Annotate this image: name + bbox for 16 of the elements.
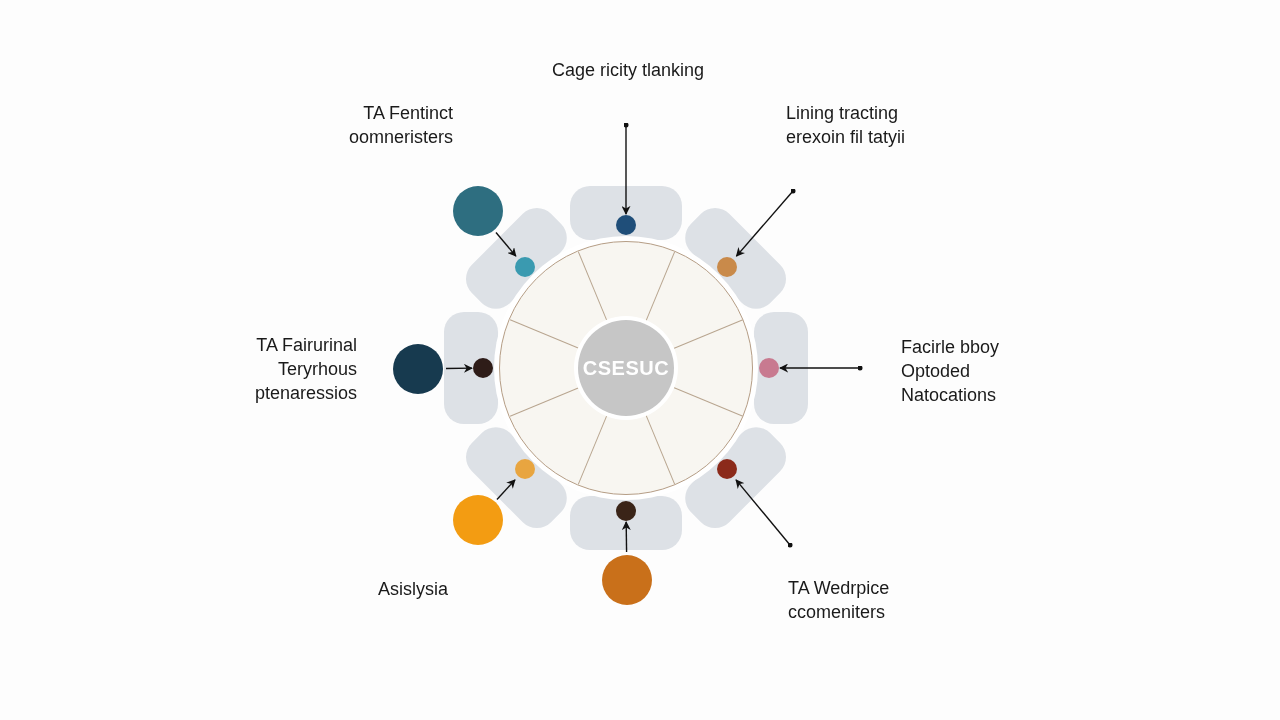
arrow (735, 479, 793, 548)
annotation-label: TA Fentinct oomneristers (347, 102, 453, 149)
annotation-label: TA Wedrpice ccomeniters (788, 577, 891, 624)
arrow (735, 188, 796, 257)
annotation-label: Asislysia (378, 578, 449, 601)
annotation-label: Cage ricity tlanking (550, 59, 706, 82)
arrow (495, 231, 517, 257)
annotation-label: Facirle bboy Optoded Natocations (901, 336, 1001, 407)
arrow (496, 479, 516, 501)
arrow (621, 122, 631, 215)
arrow (779, 363, 863, 373)
annotation-label: Lining tracting erexoin fil tatyii (786, 102, 907, 149)
arrow (445, 363, 473, 373)
arrow (621, 521, 631, 553)
annotation-label: TA Fairurinal Teryrhous ptenaressios (253, 334, 357, 405)
center-label: CSESUC (582, 356, 670, 381)
